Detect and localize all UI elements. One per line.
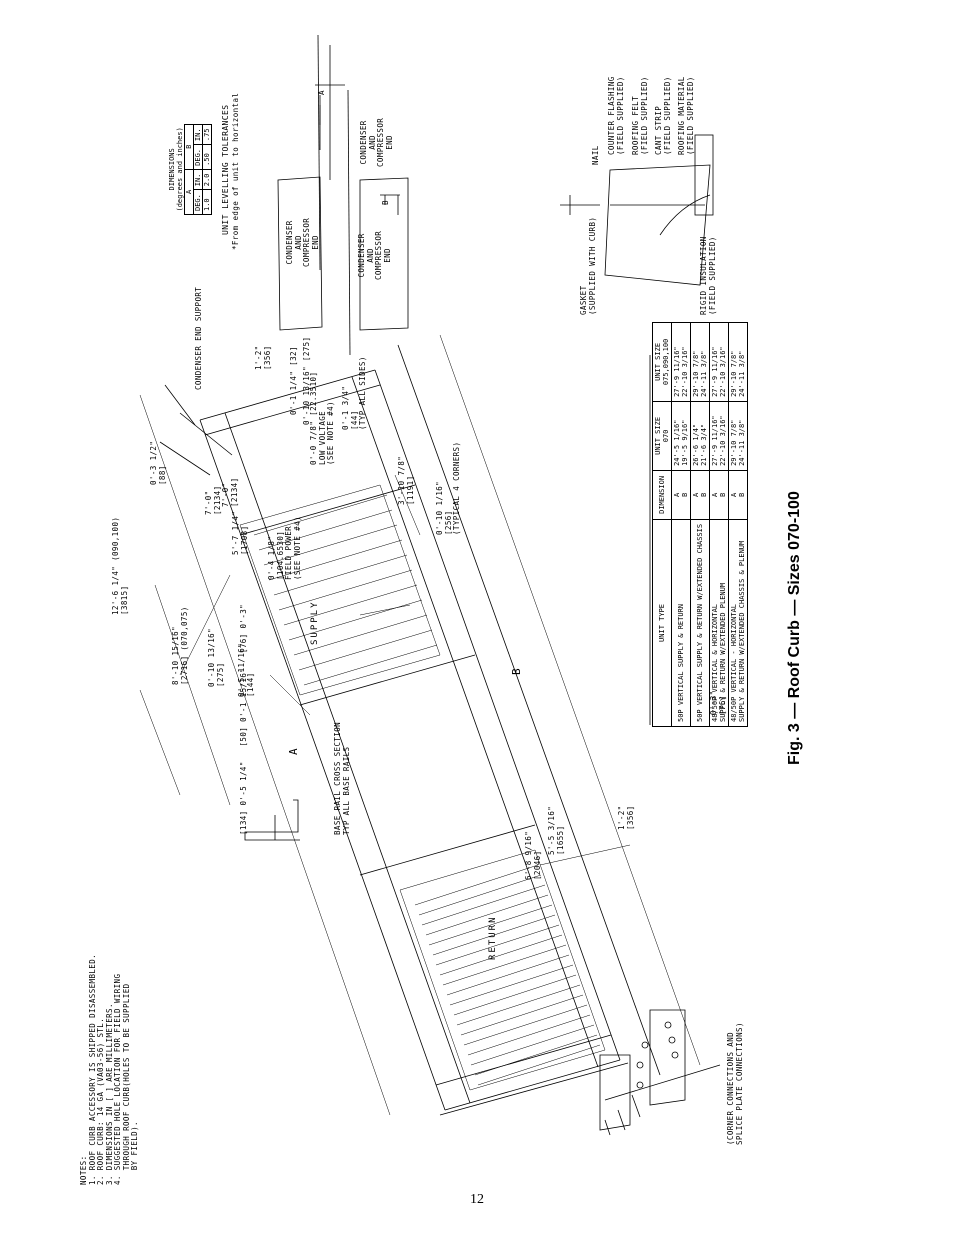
condenser-support-label: CONDENSER END SUPPORT <box>194 286 203 390</box>
flashing-section <box>560 134 714 286</box>
notes-block: NOTES: 1. ROOF CURB ACCESSORY IS SHIPPED… <box>79 954 140 1185</box>
base-rail-caption: BASE RAIL CROSS SECTION TYP ALL BASE RAI… <box>333 721 351 835</box>
table-row: 48/50P VERTICAL - HORIZONTAL SUPPLY & RE… <box>728 322 748 727</box>
dim-144: 0'-5 11/16" [144] <box>237 642 255 697</box>
leveling-subtitle: *From edge of unit to horizontal <box>231 92 240 250</box>
dim-field-power: 0'-4 1/8" [104.6530] FIELD POWER (SEE NO… <box>267 516 302 580</box>
dim-356-top: 1'-2" [356] <box>254 345 272 370</box>
table-row: 50P VERTICAL SUPPLY & RETURN A B 24'-5 1… <box>671 322 691 727</box>
dim-44: 0'-1 3/4" [44] (TYP ALL SIDES) <box>341 356 367 430</box>
leveling-mark-a: A <box>317 90 326 95</box>
dim-low-voltage: 0'-0 7/8" [22.3510] LOW VOLTAGE (SEE NOT… <box>309 371 335 465</box>
dim-b-label: B <box>510 666 523 675</box>
flashing-label-gasket: GASKET (SUPPLIED WITH CURB) <box>579 216 597 315</box>
base-rail-section <box>244 799 300 841</box>
supply-opening-hatch <box>239 484 441 696</box>
table-header-row: UNIT TYPE DIMENSION UNIT SIZE 070 UNIT S… <box>652 322 672 727</box>
return-opening-hatch <box>399 849 606 1091</box>
condenser-box-left: CONDENSER AND COMPRESSOR END <box>357 230 392 280</box>
dim-256: 0'-10 1/16" [256] (TYPICAL 4 CORNERS) <box>435 441 461 535</box>
dim-275-left: 0'-10 13/16" [275] <box>207 628 225 687</box>
condenser-box-top: CONDENSER AND COMPRESSOR END <box>359 117 394 167</box>
flashing-label-felt: ROOFING FELT (FIELD SUPPLIED) <box>631 76 649 155</box>
return-label: RETURN <box>488 915 498 960</box>
dim-3815: 12'-6 1/4" (090,100) [3815] <box>111 516 129 615</box>
leveling-title: UNIT LEVELLING TOLERANCES <box>221 104 230 235</box>
flashing-label-insulation: RIGID INSULATION (FIELD SUPPLIED) <box>699 236 717 315</box>
page-number: 12 <box>470 1192 484 1207</box>
dim-2134-b: 7'-0" [2134] <box>221 477 239 508</box>
base-rail-dims: [134] 0'-5 1/4" [50] 0'-1 15/16" [76] 0'… <box>239 603 248 835</box>
corner-bracket-detail <box>599 1009 686 1136</box>
dim-2716: 8'-10 15/16" [2716] (070,075) <box>171 606 189 685</box>
dim-32: 0'-1 1/4" [32] <box>289 346 298 415</box>
flashing-label-counter: COUNTER FLASHING (FIELD SUPPLIED) <box>607 76 625 155</box>
flashing-label-cant: CANT STRIP (FIELD SUPPLIED) <box>654 76 672 155</box>
leveling-diagram <box>277 34 409 356</box>
dim-356-bottom: 1'-2" [356] <box>617 805 635 830</box>
leveling-mark-b: B <box>381 200 390 205</box>
corner-caption: (CORNER CONNECTIONS AND SPLICE PLATE CON… <box>726 1022 744 1145</box>
condenser-box-right: CONDENSER AND COMPRESSOR END <box>285 217 320 267</box>
dim-1655: 5'-5 3/16" [1655] <box>547 805 565 855</box>
unit-size-table: UNIT TYPE DIMENSION UNIT SIZE 070 UNIT S… <box>652 322 748 727</box>
dim-1708: 5'-7 1/4" [1708] <box>231 510 249 555</box>
dim-2134-a: 7'-0" [2134] <box>204 485 222 516</box>
supply-label: SUPPLY <box>310 600 320 645</box>
dim-2046: 6'-8 9/16" [2046] <box>524 830 542 880</box>
dimension-lines <box>139 334 701 1116</box>
dim-88: 0'-3 1/2" [88] <box>149 440 167 485</box>
flashing-label-roofing: ROOFING MATERIAL (FIELD SUPPLIED) <box>677 76 695 155</box>
figure-caption: Fig. 3 — Roof Curb — Sizes 070-100 <box>786 491 803 765</box>
flashing-label-nail: NAIL <box>591 145 600 165</box>
table-row: 50P VERTICAL SUPPLY & RETURN W/EXTENDED … <box>690 322 710 727</box>
dim-a-label: A <box>287 746 300 755</box>
table-row: 48/50P VERTICAL & HORIZONTAL SUPPLY & RE… <box>709 322 729 727</box>
note-4-end: BY FIELD). <box>130 1121 139 1185</box>
dim-1191: 3'-10 7/8" [1191] <box>397 455 415 505</box>
